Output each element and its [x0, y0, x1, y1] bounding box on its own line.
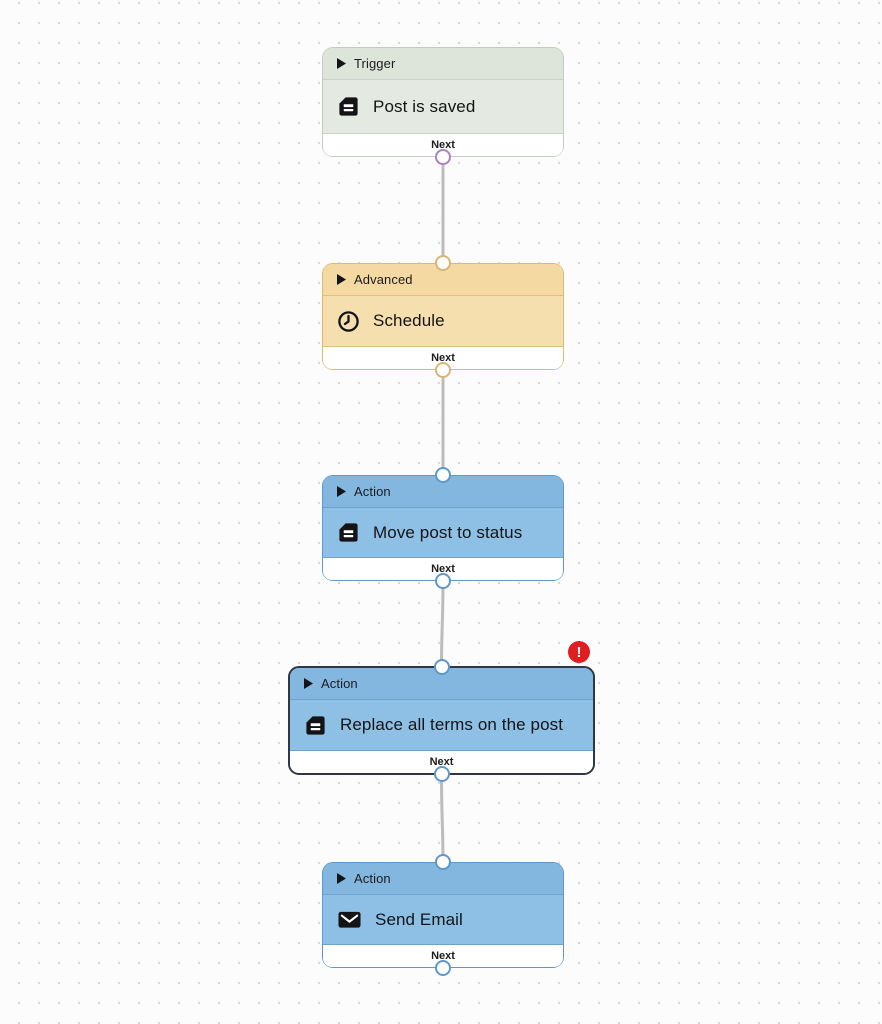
node-footer-next: Next — [323, 944, 563, 967]
input-port-handle[interactable] — [433, 659, 450, 675]
node-title: Schedule — [373, 311, 445, 330]
node-body: Move post to status — [323, 508, 563, 557]
output-port-handle[interactable] — [435, 149, 451, 165]
node-action-send-email[interactable]: Action Send Email Next — [322, 854, 564, 976]
output-port-handle[interactable] — [435, 362, 451, 378]
node-body: Schedule — [323, 296, 563, 346]
node-title: Send Email — [375, 909, 463, 929]
node-body: Post is saved — [323, 80, 563, 133]
error-badge: ! — [568, 641, 590, 663]
play-icon — [337, 486, 346, 497]
node-category-label: Action — [321, 676, 358, 691]
node-title: Move post to status — [373, 522, 523, 542]
document-icon — [337, 521, 360, 544]
envelope-icon — [337, 908, 362, 931]
clock-icon — [337, 310, 360, 333]
document-icon — [337, 95, 360, 118]
input-port-handle[interactable] — [435, 467, 451, 483]
node-body: Send Email — [323, 895, 563, 944]
node-action-replace-all-terms[interactable]: ! Action Replace all terms on the post N… — [288, 641, 595, 782]
edge-action2-action3 — [440, 773, 445, 864]
node-footer-next: Next — [290, 750, 593, 773]
input-port-handle[interactable] — [435, 854, 451, 870]
document-icon — [304, 714, 327, 737]
node-action-move-post-to-status[interactable]: Action Move post to status Next — [322, 467, 564, 589]
output-port-handle[interactable] — [433, 766, 450, 782]
node-title: Post is saved — [373, 96, 476, 116]
node-category-label: Action — [354, 484, 391, 499]
input-port-handle[interactable] — [435, 255, 451, 271]
node-advanced-schedule[interactable]: Advanced Schedule Next — [322, 255, 564, 378]
node-footer-next: Next — [323, 133, 563, 156]
node-footer-next: Next — [323, 346, 563, 369]
node-header[interactable]: Trigger — [323, 48, 563, 80]
output-port-handle[interactable] — [435, 573, 451, 589]
node-header[interactable]: Action — [323, 476, 563, 508]
node-footer-next: Next — [323, 557, 563, 580]
node-trigger-post-is-saved[interactable]: Trigger Post is saved Next — [322, 47, 564, 165]
play-icon — [337, 873, 346, 884]
node-title: Replace all terms on the post — [340, 715, 564, 734]
node-category-label: Trigger — [354, 56, 396, 71]
node-category-label: Action — [354, 871, 391, 886]
output-port-handle[interactable] — [435, 960, 451, 976]
play-icon — [304, 678, 313, 689]
node-body: Replace all terms on the post — [290, 700, 593, 750]
play-icon — [337, 58, 346, 69]
node-category-label: Advanced — [354, 272, 413, 287]
play-icon — [337, 274, 346, 285]
edge-action1-action2 — [440, 579, 445, 668]
